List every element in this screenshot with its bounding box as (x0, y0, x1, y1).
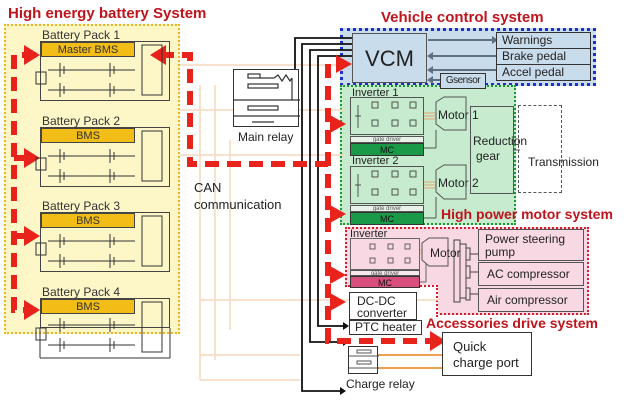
can-label: CAN (194, 180, 222, 195)
quick-charge-label-1: Quick (453, 339, 487, 354)
charge-power-lines (378, 354, 443, 369)
charge-relay-box (348, 346, 379, 374)
quick-charge-port-box[interactable]: Quick charge port (442, 332, 532, 376)
mc-2: MC (350, 212, 424, 225)
acc-inverter-box (350, 238, 420, 270)
power-steering-box: Power steering pump (478, 229, 584, 261)
vcm-box: VCM (352, 33, 427, 83)
belt-pulley (453, 239, 478, 303)
bms-box: BMS (41, 299, 135, 314)
pack-label: Battery Pack 3 (42, 199, 121, 213)
transmission-box (518, 105, 562, 193)
gsensor-label: Gsensor (445, 75, 481, 86)
charge-relay-label: Charge relay (346, 377, 415, 391)
vcm-label: VCM (365, 46, 414, 71)
motor2-label: Motor 2 (438, 176, 479, 190)
mc-1: MC (350, 143, 424, 156)
bms-box: Master BMS (41, 42, 135, 57)
main-relay-label: Main relay (238, 130, 294, 144)
dcdc-label-2: converter (357, 306, 408, 320)
pack-circuit (40, 212, 170, 272)
pack-label: Battery Pack 4 (42, 285, 121, 299)
pack-circuit (40, 127, 170, 187)
inverter1-label: Inverter 1 (352, 87, 399, 99)
can-label-sub: communication (194, 197, 282, 212)
battery-system-title: High energy battery System (8, 5, 207, 22)
acc-gate-driver: gate driver (350, 270, 420, 277)
motor1-label: Motor 1 (438, 108, 479, 122)
quick-charge-label-2: charge port (453, 355, 519, 370)
acc-motor-shape (421, 237, 449, 267)
motor1-shape (435, 96, 467, 131)
pack-circuit (40, 298, 170, 328)
vcm-io-arrowheads (427, 36, 498, 84)
ac-compressor-label: AC compressor (487, 267, 570, 281)
dcdc-converter-box: DC-DC converter (349, 292, 417, 320)
battery-system-region (4, 24, 180, 334)
accel-pedal-box: Accel pedal (496, 64, 591, 81)
dcdc-label-1: DC-DC (357, 294, 396, 308)
motor-system-title: High power motor system (441, 206, 613, 222)
relay-icon (234, 73, 300, 123)
warnings-box: Warnings (496, 32, 591, 49)
gate-driver-1: gate driver (350, 136, 424, 143)
acc-inverter-label: Inverter (350, 228, 388, 240)
bms-box: BMS (41, 213, 135, 228)
ptc-heater-box: PTC heater (349, 320, 422, 335)
transmission-label: Transmission (528, 155, 599, 169)
accessories-title: Accessories drive system (426, 315, 598, 331)
acc-mc: MC (350, 276, 420, 288)
vcm-io-arrows (428, 39, 496, 81)
vehicle-control-title: Vehicle control system (381, 9, 544, 26)
power-steering-label: Power steering pump (485, 232, 566, 259)
gate-driver-2: gate driver (350, 205, 424, 212)
pack-label: Battery Pack 2 (42, 114, 121, 128)
pack-circuit (40, 41, 170, 101)
bms-box: BMS (41, 128, 135, 143)
reduction-gear-label-1: Reduction (473, 134, 528, 148)
acc-motor-label: Motor (430, 246, 461, 260)
battery-cell-schematics (35, 44, 171, 359)
air-compressor-label: Air compressor (487, 293, 568, 307)
accel-pedal-label: Accel pedal (502, 65, 565, 79)
pack-label: Battery Pack 1 (42, 28, 121, 42)
warnings-label: Warnings (502, 33, 553, 47)
main-relay-box (233, 69, 300, 127)
air-compressor-box: Air compressor (478, 288, 584, 312)
ac-compressor-box: AC compressor (478, 262, 584, 286)
ptc-heater-label: PTC heater (355, 320, 417, 334)
charge-relay-icon (349, 349, 379, 369)
brake-pedal-label: Brake pedal (502, 49, 567, 63)
reduction-gear-label-2: gear (476, 149, 501, 163)
gsensor-box: Gsensor (440, 73, 486, 89)
reduction-gear-box (470, 106, 514, 194)
inverter2-box (350, 166, 424, 204)
inverter1-box (350, 97, 424, 135)
motor2-shape (435, 164, 467, 200)
inverter2-label: Inverter 2 (352, 155, 399, 167)
